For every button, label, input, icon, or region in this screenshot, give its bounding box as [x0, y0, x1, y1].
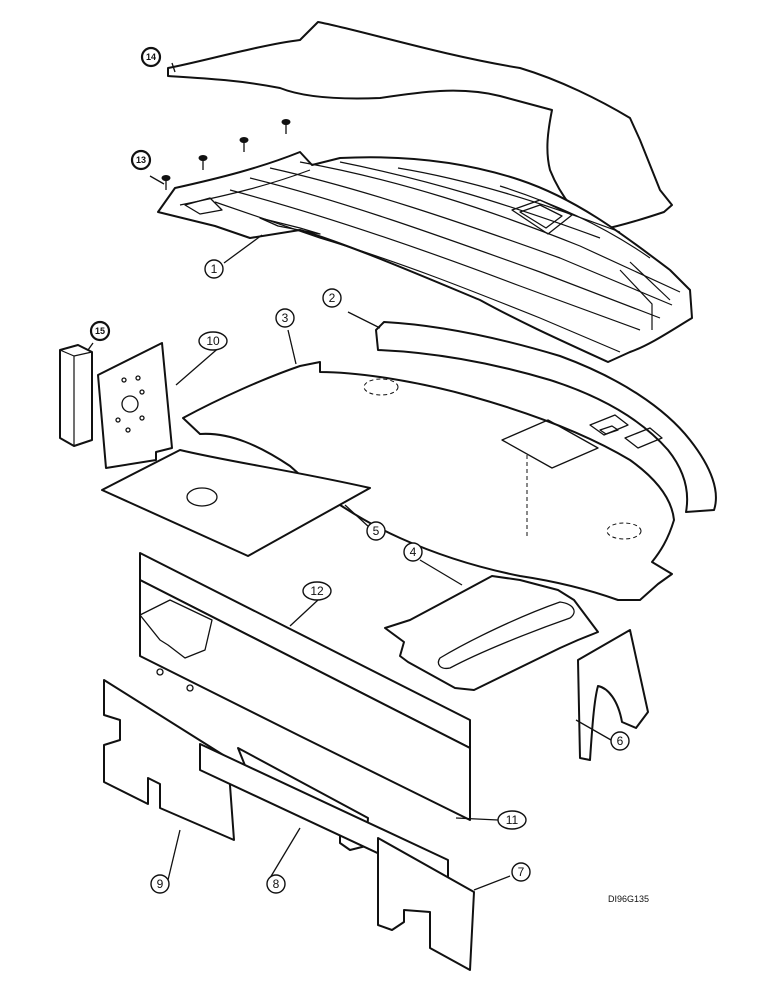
callout-3-label: 3 — [282, 311, 289, 325]
callout-8: 8 — [266, 874, 286, 894]
callout-12: 12 — [302, 581, 332, 601]
part-3-main-panel — [182, 361, 675, 601]
screw — [239, 137, 249, 152]
callout-11-label: 11 — [506, 813, 519, 827]
part-1-floor-mat — [157, 151, 693, 363]
part-6-u-panel — [577, 629, 649, 761]
leader-lines — [87, 62, 612, 891]
callout-8-label: 8 — [273, 877, 280, 891]
callout-1-label: 1 — [211, 262, 218, 276]
callout-10: 10 — [198, 331, 228, 351]
callout-2: 2 — [322, 288, 342, 308]
callout-7-label: 7 — [518, 865, 525, 879]
callout-12-label: 12 — [310, 584, 324, 598]
callout-6: 6 — [610, 731, 630, 751]
callout-14-label: 14 — [146, 52, 156, 62]
callout-5-label: 5 — [373, 524, 380, 538]
part-10-pad — [97, 342, 173, 469]
callout-9-label: 9 — [157, 877, 164, 891]
callout-1: 1 — [204, 259, 224, 279]
callout-15-label: 15 — [95, 326, 105, 336]
callout-4-label: 4 — [410, 545, 417, 559]
part-2-rear-strip — [375, 321, 717, 513]
callout-11: 11 — [497, 810, 527, 830]
screw — [281, 119, 291, 134]
callout-7: 7 — [511, 862, 531, 882]
callout-10-label: 10 — [206, 334, 220, 348]
screw — [161, 175, 171, 190]
callout-13-label: 13 — [136, 155, 146, 165]
part-15-foam-block — [59, 344, 93, 447]
callout-6-label: 6 — [617, 734, 624, 748]
callout-13: 13 — [130, 149, 152, 171]
callout-2-label: 2 — [329, 291, 336, 305]
screw — [198, 155, 208, 170]
callout-9: 9 — [150, 874, 170, 894]
part-9-front-panel — [103, 679, 235, 841]
part-12-long-strip — [139, 552, 471, 821]
callout-15: 15 — [89, 320, 111, 342]
drawing-code: DI96G135 — [608, 894, 649, 904]
part-5-floor-pad — [101, 449, 371, 557]
callout-3: 3 — [275, 308, 295, 328]
part-13-screws — [161, 119, 291, 190]
callout-4: 4 — [403, 542, 423, 562]
part-7-front-panel — [377, 837, 475, 971]
part-4-slotted-pad — [384, 575, 599, 691]
callout-14: 14 — [140, 46, 162, 68]
callout-5: 5 — [366, 521, 386, 541]
